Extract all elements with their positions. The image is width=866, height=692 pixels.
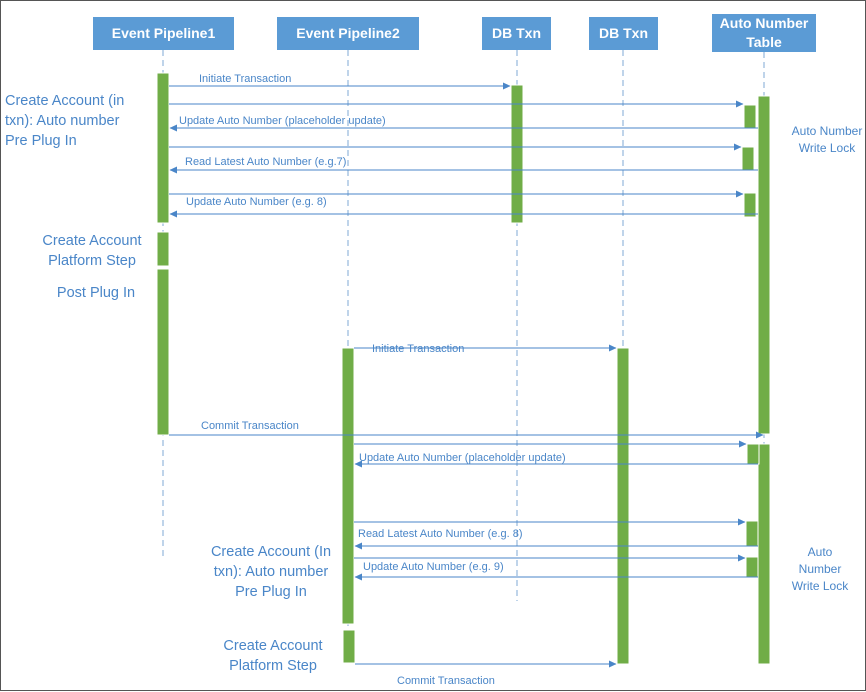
activation-bar-autonum-read-2 xyxy=(745,520,759,547)
message-label-m1: Initiate Transaction xyxy=(199,73,292,85)
participant-db-txn-1: DB Txn xyxy=(482,17,551,50)
message-label-m3: Update Auto Number (placeholder update) xyxy=(179,115,386,127)
activation-bar-autonum-lock-2 xyxy=(757,443,771,665)
activation-bar-dbtxn1 xyxy=(510,84,524,224)
activation-bar-dbtxn2 xyxy=(616,347,630,665)
message-label-m11: Update Auto Number (placeholder update) xyxy=(359,452,566,464)
message-label-m13: Read Latest Auto Number (e.g. 8) xyxy=(358,528,523,540)
activation-bar-ep2-platform-step xyxy=(342,629,356,664)
participant-db-txn-2: DB Txn xyxy=(589,17,658,50)
activation-bar-autonum-write-2 xyxy=(743,192,757,218)
activation-bar-ep1-post-plugin xyxy=(156,268,170,436)
activation-bar-autonum-write-3 xyxy=(746,443,760,465)
message-label-m15: Update Auto Number (e.g. 9) xyxy=(363,561,504,573)
activation-bar-ep1-pre-plugin xyxy=(156,72,170,224)
activation-bar-autonum-write-1 xyxy=(743,104,757,130)
message-label-m7: Update Auto Number (e.g. 8) xyxy=(186,196,327,208)
activation-bar-autonum-read-1 xyxy=(741,146,755,172)
activation-bar-autonum-write-4 xyxy=(745,556,759,578)
message-label-m9: Commit Transaction xyxy=(201,420,299,432)
activation-bar-ep2-pre-plugin xyxy=(341,347,355,625)
participant-label: Auto Number Table xyxy=(719,15,809,50)
participant-label: Event Pipeline2 xyxy=(296,25,400,41)
message-label-m16: Commit Transaction xyxy=(397,675,495,687)
activation-bar-ep1-platform-step xyxy=(156,231,170,267)
note-lock-2: Auto Number Write Lock xyxy=(791,545,849,593)
participant-label: Event Pipeline1 xyxy=(111,25,216,41)
message-label-m8: Initiate Transaction xyxy=(372,343,465,355)
note-ep2-platform-step: Create Account Platform Step xyxy=(223,638,323,674)
participant-event-pipeline1: Event Pipeline1 xyxy=(93,17,234,50)
participant-auto-number-table: Auto Number Table xyxy=(712,14,816,52)
note-ep1-post-plugin: Post Plug In xyxy=(56,285,136,301)
note-ep2-pre-plugin: Create Account (In txn): Auto number Pre… xyxy=(210,544,332,600)
note-lock-1: Auto Number Write Lock xyxy=(791,124,863,155)
activation-bar-autonum-lock-1 xyxy=(757,95,771,435)
participant-event-pipeline2: Event Pipeline2 xyxy=(277,17,419,50)
note-ep1-pre-plugin: Create Account (in txn): Auto number Pre… xyxy=(5,93,125,149)
participant-label: DB Txn xyxy=(492,25,541,41)
note-ep1-platform-step: Create Account Platform Step xyxy=(42,233,142,269)
message-label-m5: Read Latest Auto Number (e.g.7) xyxy=(185,156,347,168)
participant-label: DB Txn xyxy=(599,25,648,41)
